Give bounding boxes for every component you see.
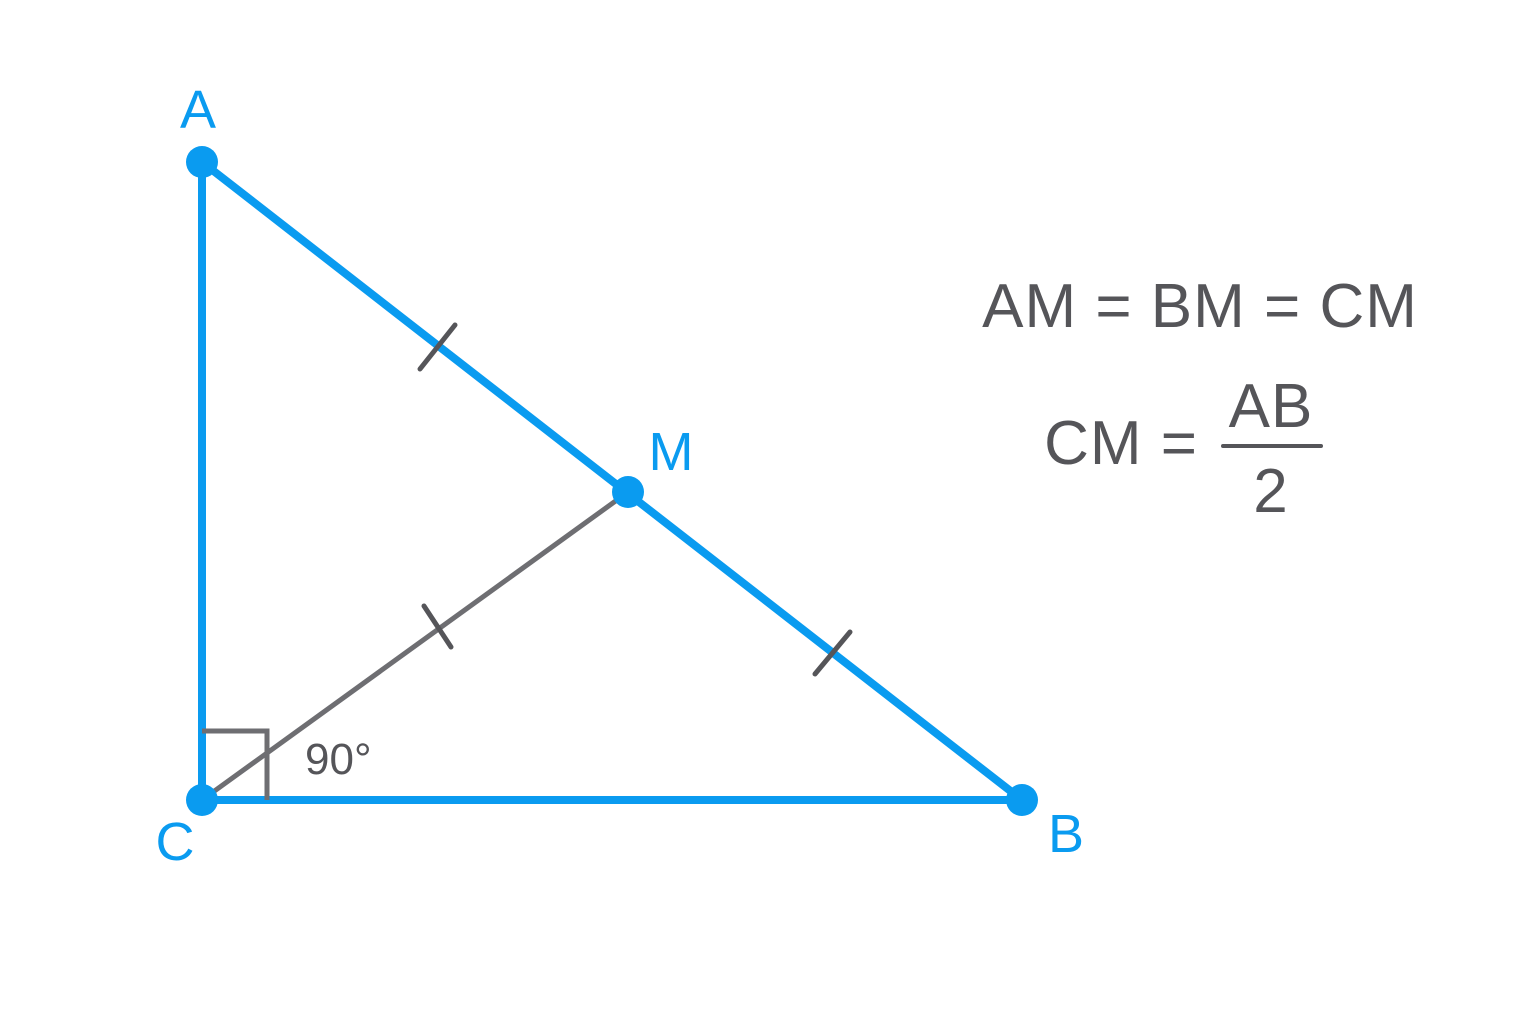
vertex-b-dot <box>1006 784 1038 816</box>
formula-cm-denominator: 2 <box>1253 457 1288 526</box>
formula-cm-numerator: AB <box>1229 372 1314 441</box>
angle-label: 90° <box>305 735 372 784</box>
hypotenuse-ab <box>198 158 1026 804</box>
vertex-c-dot <box>186 784 218 816</box>
right-angle-marker <box>202 728 270 800</box>
vertex-a-label: A <box>180 80 216 140</box>
median-cm <box>199 489 631 803</box>
midpoint-m-dot <box>612 476 644 508</box>
formula-equality: AM = BM = CM <box>982 272 1418 341</box>
tick-mark-am <box>417 322 458 372</box>
vertex-c-label: C <box>156 812 195 872</box>
tick-mark-cm <box>421 603 454 650</box>
vertex-a-dot <box>186 146 218 178</box>
vertex-b-label: B <box>1048 804 1084 864</box>
tick-mark-bm <box>812 629 853 677</box>
midpoint-m-label: M <box>649 422 694 482</box>
formula-cm-lhs: CM = <box>1044 409 1198 478</box>
